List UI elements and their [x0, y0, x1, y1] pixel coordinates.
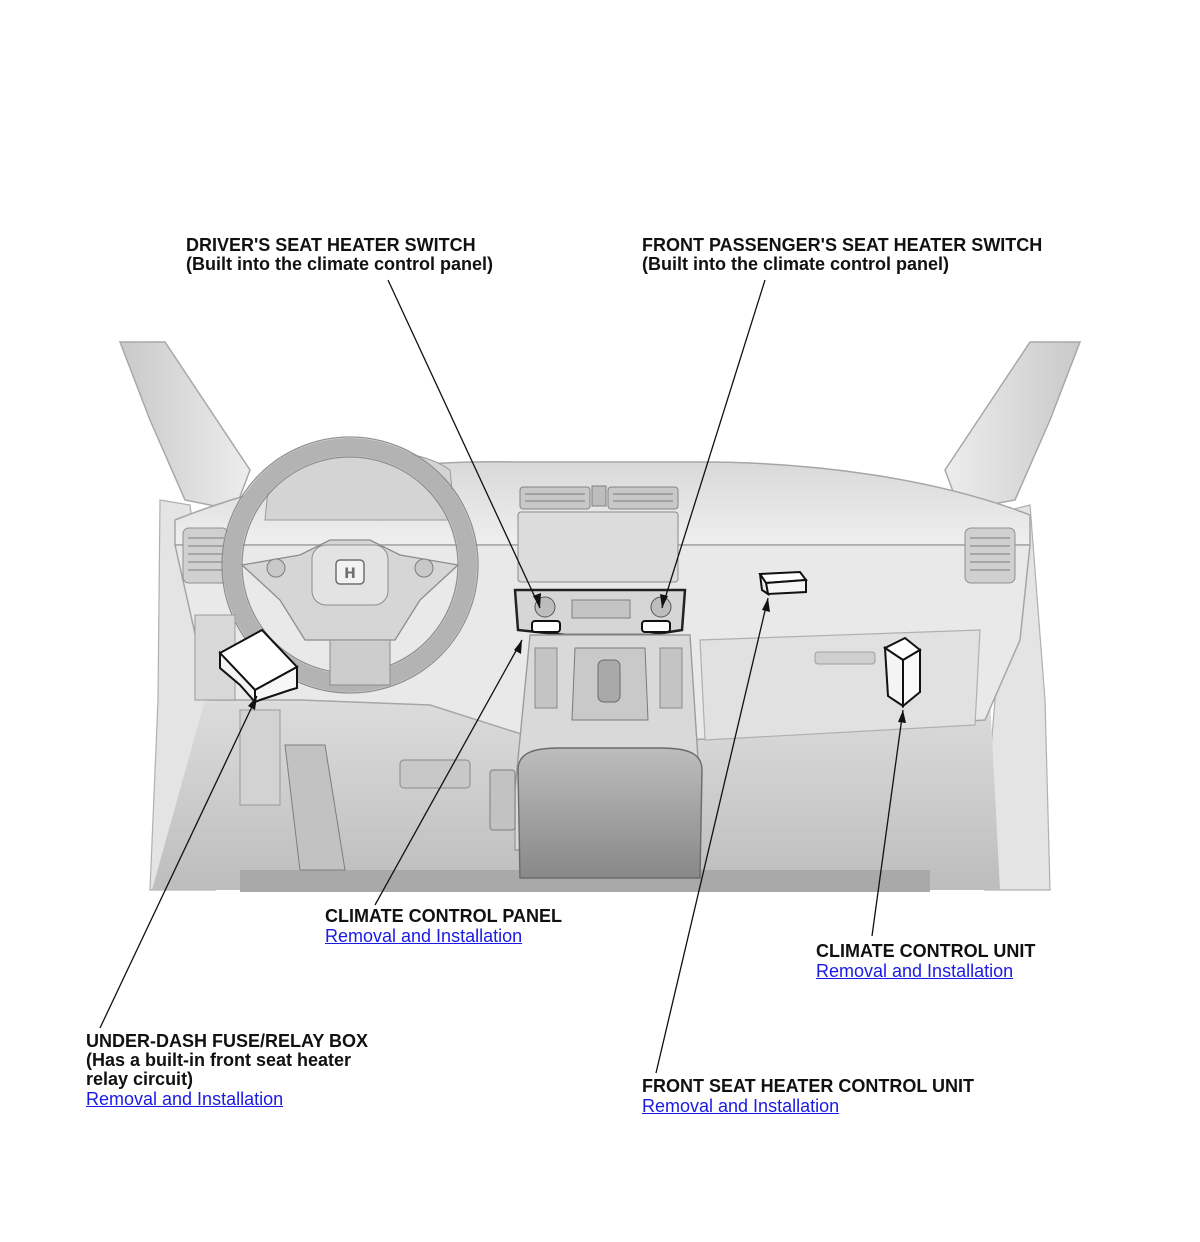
- arrowhead-fuse-box: [248, 696, 257, 710]
- climate-control-unit-shape: [883, 636, 922, 709]
- center-armrest: [517, 747, 703, 879]
- arrowhead-passenger-switch: [660, 594, 668, 608]
- callout-under-dash-fuse-relay-box: UNDER-DASH FUSE/RELAY BOX (Has a built-i…: [86, 1031, 369, 1110]
- wheel-button-left: [266, 558, 286, 578]
- climate-panel-buttons: [571, 599, 631, 619]
- console-switch-stack-right: [659, 647, 683, 709]
- callout-climate-control-unit: CLIMATE CONTROL UNIT Removal and Install…: [816, 941, 1036, 982]
- infotainment-display: [517, 511, 679, 583]
- brake-pedal: [489, 769, 516, 831]
- arrowhead-seat-heater-unit: [762, 598, 770, 612]
- left-a-pillar: [118, 341, 251, 511]
- leader-climate-panel: [374, 639, 523, 906]
- honda-emblem-letter: H: [344, 566, 356, 582]
- leader-fuse-box: [99, 695, 258, 1029]
- steering-column: [329, 639, 391, 686]
- callout-front-passenger-seat-heater-switch: FRONT PASSENGER'S SEAT HEATER SWITCH (Bu…: [642, 236, 1042, 274]
- climate-control-unit-removal-link[interactable]: Removal and Installation: [816, 961, 1014, 981]
- floor-mat-dark: [240, 870, 930, 892]
- leader-passenger-switch: [661, 279, 766, 609]
- callout-front-seat-heater-control-unit: FRONT SEAT HEATER CONTROL UNIT Removal a…: [642, 1076, 974, 1117]
- callout-title: FRONT PASSENGER'S SEAT HEATER SWITCH: [642, 235, 1043, 255]
- center-vent-right: [607, 486, 679, 510]
- footrest: [399, 759, 471, 789]
- right-side-vent: [964, 527, 1016, 584]
- under-dash-fuse-relay-box-removal-link[interactable]: Removal and Installation: [86, 1089, 284, 1109]
- under-dash-fuse-relay-box-shape: [218, 628, 299, 705]
- front-seat-heater-control-unit-shape: [758, 570, 808, 597]
- callout-subtitle: (Built into the climate control panel): [642, 254, 950, 274]
- callout-title: CLIMATE CONTROL UNIT: [816, 941, 1036, 961]
- callout-title: FRONT SEAT HEATER CONTROL UNIT: [642, 1076, 974, 1096]
- driver-seat-heater-switch-shape: [531, 620, 561, 633]
- callout-subtitle-line2: relay circuit): [86, 1069, 194, 1089]
- accelerator-pedal: [284, 744, 346, 871]
- honda-emblem: [335, 559, 365, 585]
- center-vent-left: [519, 486, 591, 510]
- callout-title: UNDER-DASH FUSE/RELAY BOX: [86, 1031, 369, 1051]
- glove-box: [699, 629, 981, 741]
- steering-wheel-rim-outline: [221, 436, 479, 694]
- left-side-vent: [182, 527, 229, 584]
- callout-title: CLIMATE CONTROL PANEL: [325, 906, 562, 926]
- leader-seat-heater-unit: [655, 597, 769, 1074]
- callout-title: DRIVER'S SEAT HEATER SWITCH: [186, 235, 476, 255]
- callout-drivers-seat-heater-switch: DRIVER'S SEAT HEATER SWITCH (Built into …: [186, 236, 493, 274]
- arrowhead-drivers-switch: [533, 593, 541, 608]
- leader-drivers-switch: [387, 279, 541, 609]
- shift-lever: [597, 659, 621, 703]
- arrowhead-climate-panel: [514, 640, 522, 654]
- leader-climate-unit: [871, 709, 904, 937]
- callout-subtitle: (Built into the climate control panel): [186, 254, 494, 274]
- left-knee-switches: [239, 709, 281, 806]
- callout-climate-control-panel: CLIMATE CONTROL PANEL Removal and Instal…: [325, 906, 562, 947]
- right-a-pillar: [944, 341, 1082, 511]
- wheel-button-right: [414, 558, 434, 578]
- arrowhead-climate-unit: [898, 710, 906, 723]
- console-switch-stack: [534, 647, 558, 709]
- callout-subtitle-line1: (Has a built-in front seat heater: [86, 1050, 352, 1070]
- passenger-seat-heater-switch-shape: [641, 620, 671, 633]
- climate-control-panel-removal-link[interactable]: Removal and Installation: [325, 926, 523, 946]
- glove-box-handle: [814, 651, 876, 665]
- hazard-button: [591, 485, 607, 507]
- front-seat-heater-control-unit-removal-link[interactable]: Removal and Installation: [642, 1096, 840, 1116]
